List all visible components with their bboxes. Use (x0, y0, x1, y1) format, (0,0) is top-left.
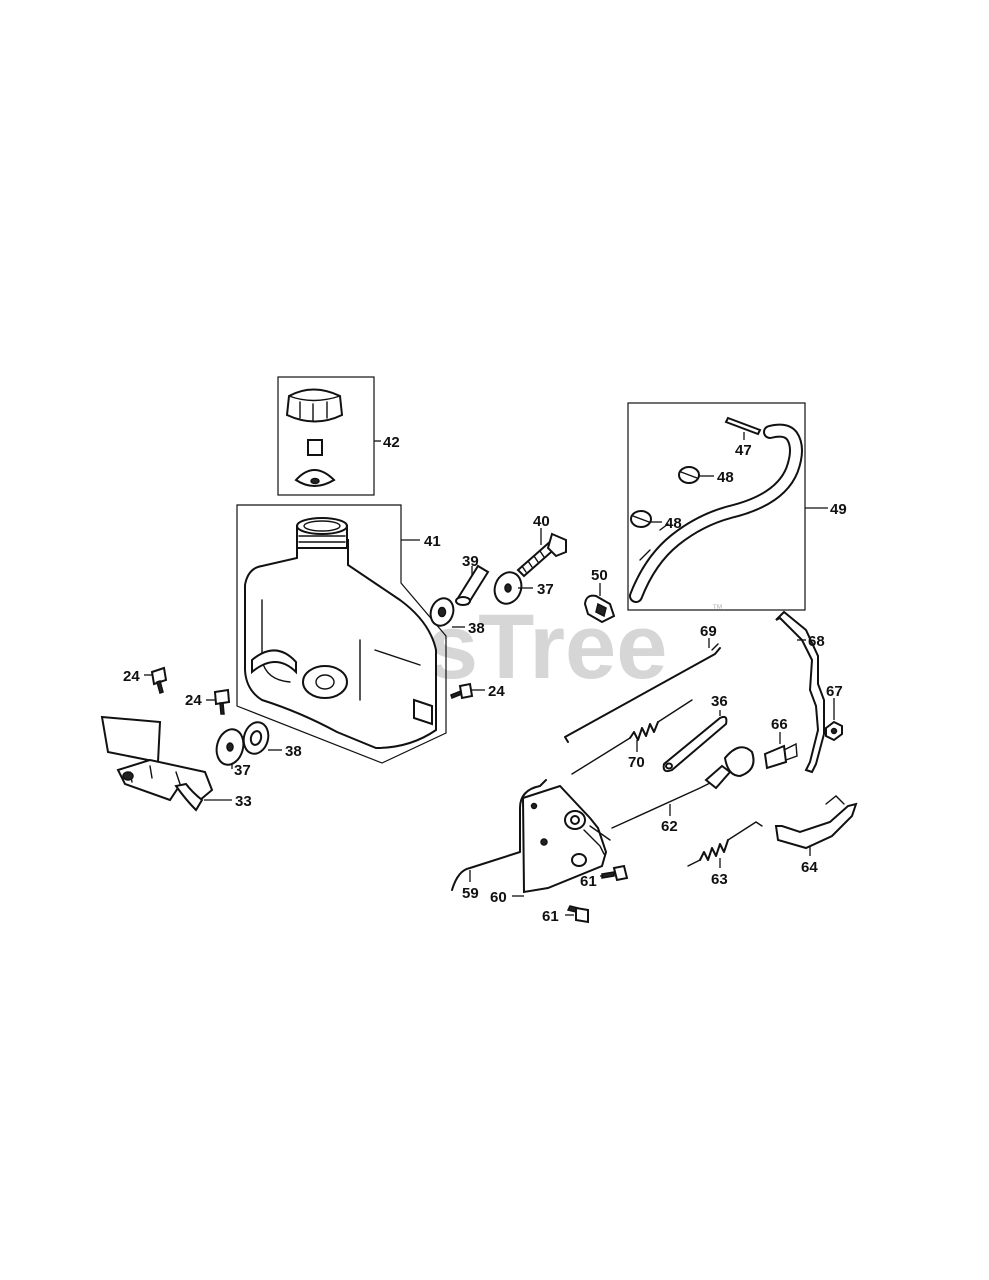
grommet-38-upper: 38 (429, 597, 485, 637)
bolt-61-upper: 61 (580, 864, 629, 890)
bolt-61-lower: 61 (542, 905, 589, 925)
rod-69: 69 (564, 623, 721, 743)
callout-48-upper: 48 (717, 469, 734, 486)
fuel-line-group: 49 (627, 402, 847, 611)
spring-63: 63 (687, 821, 763, 888)
fuel-cap-box (277, 376, 375, 496)
callout-36: 36 (711, 693, 728, 710)
fuel-cap-group: 42 (277, 376, 400, 496)
washer-37-lower: 37 (215, 728, 251, 779)
clamp-48-upper: 48 (678, 466, 734, 486)
screw-24-right: 24 (450, 682, 505, 700)
control-plate-60: 60 (490, 784, 611, 906)
callout-39: 39 (462, 553, 479, 570)
callout-61-lower: 61 (542, 908, 559, 925)
lever-68: 68 (775, 610, 825, 774)
callout-64: 64 (801, 859, 818, 876)
callout-24-middle: 24 (185, 692, 202, 709)
callout-41: 41 (424, 533, 441, 550)
spacer-39: 39 (455, 553, 490, 606)
callout-49: 49 (830, 501, 847, 518)
callout-68: 68 (808, 633, 825, 650)
pin-47: 47 (724, 416, 762, 459)
callout-42: 42 (383, 434, 400, 451)
nut-67: 67 (825, 683, 843, 742)
callout-24-right: 24 (488, 683, 505, 700)
rod-59: 59 (451, 779, 547, 902)
choke-knob-62: 62 (611, 746, 755, 835)
callout-61-upper: 61 (580, 873, 597, 890)
grommet-38-lower: 38 (242, 721, 302, 760)
bracket-64: 64 (774, 795, 858, 876)
watermark-trademark: ™ (712, 603, 723, 615)
callout-63: 63 (711, 871, 728, 888)
callout-37-upper: 37 (537, 581, 554, 598)
callout-33: 33 (235, 793, 252, 810)
callout-24-left: 24 (123, 668, 140, 685)
screw-24-middle: 24 (185, 688, 231, 715)
bolt-40: 40 (516, 513, 567, 578)
callout-69: 69 (700, 623, 717, 640)
callout-59: 59 (462, 885, 479, 902)
fuel-tank: 41 (236, 504, 447, 764)
fuel-line-box (627, 402, 806, 611)
link-36: 36 (662, 693, 728, 773)
clip-50: 50 (583, 567, 616, 624)
callout-67: 67 (826, 683, 843, 700)
fuel-tank-box (236, 504, 447, 764)
callout-62: 62 (661, 818, 678, 835)
callout-50: 50 (591, 567, 608, 584)
callout-37-lower: 37 (234, 762, 251, 779)
callout-40: 40 (533, 513, 550, 530)
spring-70: 70 (571, 699, 693, 775)
bracket-33: 33 (100, 715, 252, 812)
clamp-48-lower: 48 (630, 510, 682, 532)
callout-60: 60 (490, 889, 507, 906)
callout-48-lower: 48 (665, 515, 682, 532)
callout-38-upper: 38 (468, 620, 485, 637)
washer-37-upper: 37 (493, 571, 554, 605)
callout-47: 47 (735, 442, 752, 459)
callout-66: 66 (771, 716, 788, 733)
screw-24-left: 24 (123, 666, 168, 694)
block-66: 66 (763, 716, 798, 770)
callout-38-lower: 38 (285, 743, 302, 760)
callout-70: 70 (628, 754, 645, 771)
